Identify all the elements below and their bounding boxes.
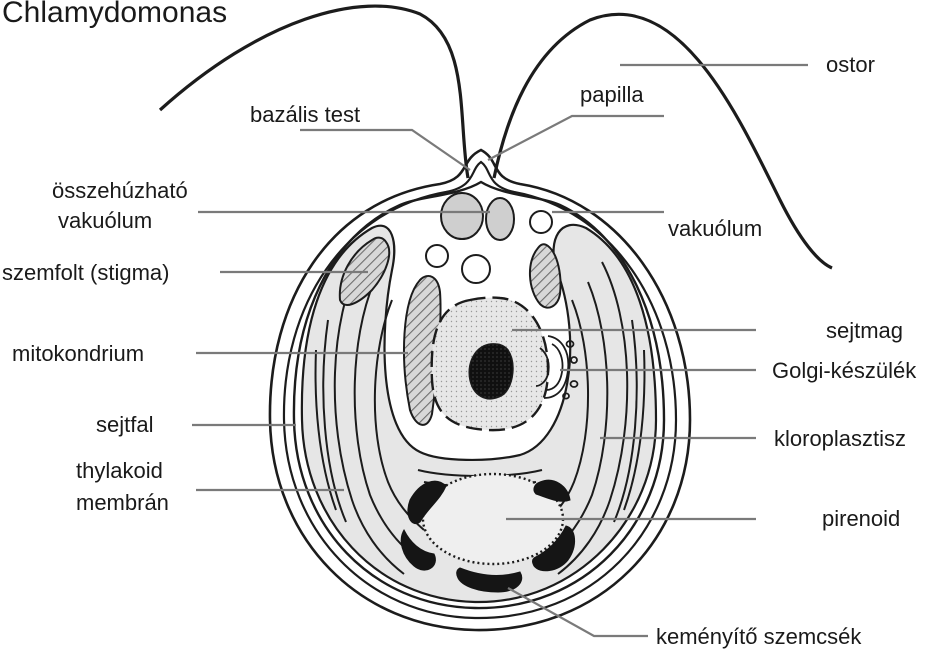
label-vakuolum: vakuólum (668, 216, 762, 241)
label-mitokondrium: mitokondrium (12, 341, 144, 366)
vacuole-1 (426, 245, 448, 267)
vacuole-2 (462, 255, 490, 283)
label-szemfolt: szemfolt (stigma) (2, 260, 169, 285)
flagellum-right (494, 14, 832, 268)
label-sejtmag: sejtmag (826, 318, 903, 343)
label-pirenoid: pirenoid (822, 506, 900, 531)
label-bazalis-test: bazális test (250, 102, 360, 127)
label-kloroplasztisz: kloroplasztisz (774, 426, 906, 451)
label-osszehuzhato-1: összehúzható (52, 178, 188, 203)
flagellum-left (160, 6, 468, 178)
leader-bazalis-test (300, 130, 470, 170)
label-thylakoid-1: thylakoid (76, 458, 163, 483)
nucleolus (469, 344, 513, 399)
contractile-vacuole-left (441, 193, 483, 239)
label-golgi: Golgi-készülék (772, 358, 917, 383)
vacuole-3 (530, 211, 552, 233)
leader-papilla (488, 116, 664, 160)
label-osszehuzhato-2: vakuólum (58, 208, 152, 233)
label-ostor: ostor (826, 52, 875, 77)
label-thylakoid-2: membrán (76, 490, 169, 515)
label-sejtfal: sejtfal (96, 412, 153, 437)
label-papilla: papilla (580, 82, 644, 107)
contractile-vacuole-right (486, 198, 514, 240)
label-kemenyito: keményítő szemcsék (656, 624, 862, 649)
diagram-title: Chlamydomonas (2, 0, 227, 29)
